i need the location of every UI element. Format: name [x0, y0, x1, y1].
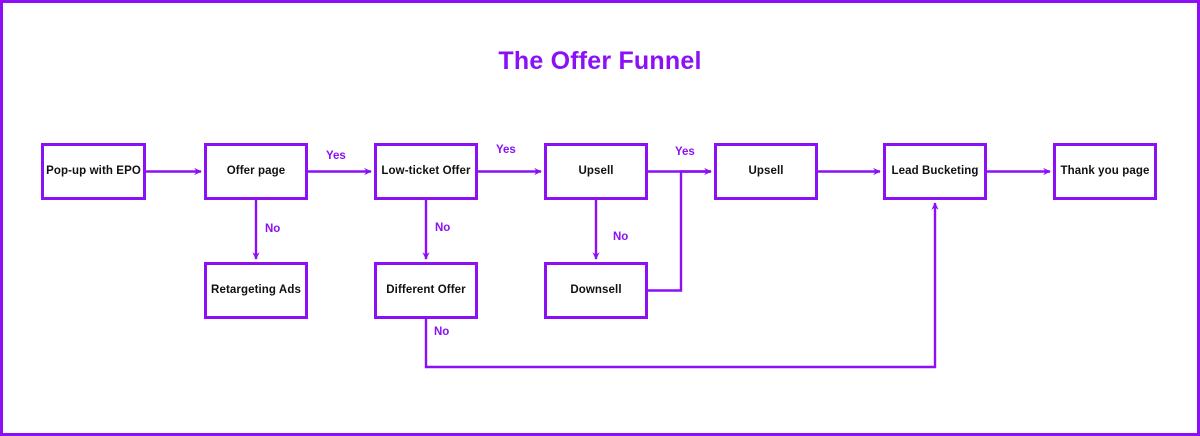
node-retargeting-ads[interactable]: Retargeting Ads: [204, 262, 308, 319]
node-lead-bucketing[interactable]: Lead Bucketing: [883, 143, 987, 200]
edge-label-no-different-leadbucketing: No: [434, 326, 450, 338]
connector-downsell-to-upsell2: [648, 170, 711, 292]
edge-label-yes-lowticket-upsell1: Yes: [496, 144, 516, 156]
node-popup-with-epo[interactable]: Pop-up with EPO: [41, 143, 146, 200]
node-label: Thank you page: [1060, 164, 1150, 177]
node-low-ticket-offer[interactable]: Low-ticket Offer: [374, 143, 478, 200]
node-label: Upsell: [578, 164, 614, 177]
edge-label-no-offerpage-retargeting: No: [265, 223, 281, 235]
node-label: Upsell: [748, 164, 784, 177]
edge-label-yes-upsell1-upsell2: Yes: [675, 146, 695, 158]
page-title: The Offer Funnel: [498, 47, 702, 75]
connector-different-to-leadbucketing: [424, 202, 939, 369]
node-label: Downsell: [570, 283, 622, 296]
node-upsell-1[interactable]: Upsell: [544, 143, 648, 200]
edge-label-no-upsell1-downsell: No: [613, 231, 629, 243]
node-label: Offer page: [226, 164, 286, 177]
node-label: Lead Bucketing: [891, 164, 979, 177]
edge-label-yes-offerpage-lowticket: Yes: [326, 150, 346, 162]
node-label: Low-ticket Offer: [381, 164, 471, 177]
node-thank-you-page[interactable]: Thank you page: [1053, 143, 1157, 200]
edge-label-no-lowticket-different: No: [435, 222, 451, 234]
node-label: Pop-up with EPO: [46, 164, 141, 177]
node-downsell[interactable]: Downsell: [544, 262, 648, 319]
node-label: Different Offer: [386, 283, 466, 296]
node-different-offer[interactable]: Different Offer: [374, 262, 478, 319]
node-label: Retargeting Ads: [211, 283, 301, 296]
node-upsell-2[interactable]: Upsell: [714, 143, 818, 200]
node-offer-page[interactable]: Offer page: [204, 143, 308, 200]
